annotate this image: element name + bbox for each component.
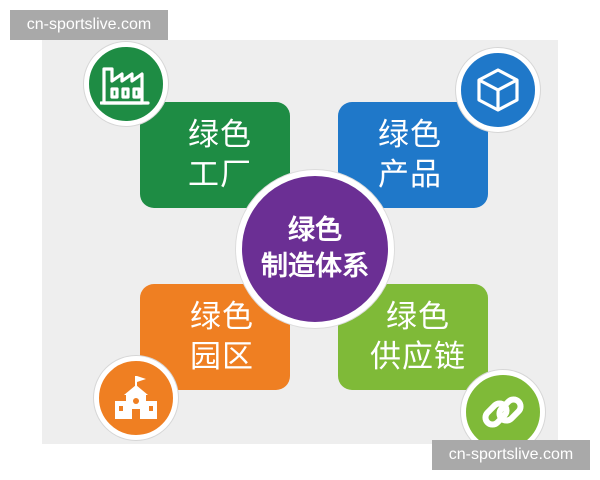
card-green-product-line1: 绿色 bbox=[378, 116, 442, 153]
watermark-bottom: cn-sportslive.com bbox=[432, 440, 590, 470]
factory-icon-badge bbox=[84, 42, 168, 126]
card-green-park-line1: 绿色 bbox=[190, 298, 254, 335]
card-green-supply-chain-line2: 供应链 bbox=[370, 339, 466, 375]
card-green-factory-line1: 绿色 bbox=[188, 116, 252, 153]
card-green-factory-label: 绿色 工厂 bbox=[178, 115, 252, 196]
card-green-factory-line2: 工厂 bbox=[188, 157, 252, 193]
school-building-icon-badge bbox=[94, 356, 178, 440]
card-green-supply-chain-line1: 绿色 bbox=[386, 298, 450, 335]
card-green-product-line2: 产品 bbox=[378, 157, 442, 193]
center-circle: 绿色 制造体系 bbox=[236, 170, 394, 328]
center-line1: 绿色 bbox=[288, 214, 342, 246]
center-line2: 制造体系 bbox=[261, 251, 369, 282]
school-building-icon bbox=[115, 376, 157, 419]
card-green-product-label: 绿色 产品 bbox=[378, 115, 448, 196]
watermark-top: cn-sportslive.com bbox=[10, 10, 168, 40]
center-circle-label: 绿色 制造体系 bbox=[261, 213, 369, 286]
chain-link-icon bbox=[482, 396, 524, 428]
card-green-supply-chain-label: 绿色 供应链 bbox=[360, 297, 466, 378]
box-icon-badge bbox=[456, 48, 540, 132]
card-green-park-line2: 园区 bbox=[190, 339, 254, 375]
factory-icon bbox=[100, 67, 150, 105]
card-green-park-label: 绿色 园区 bbox=[176, 297, 254, 378]
box-icon bbox=[477, 68, 519, 112]
